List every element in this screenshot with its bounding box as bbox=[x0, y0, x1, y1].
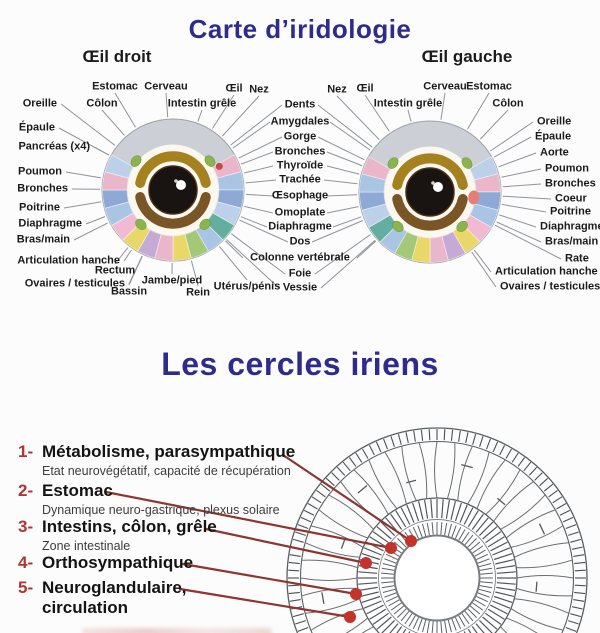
label-diaphragme: Diaphragme bbox=[268, 220, 332, 233]
label-bras-main: Bras/main bbox=[545, 235, 599, 248]
label-intestin-grele: Intestin grêle bbox=[167, 97, 237, 110]
label-oreille: Oreille bbox=[22, 97, 57, 110]
label-bronches: Bronches bbox=[545, 177, 596, 190]
label-pancreas-x4: Pancréas (x4) bbox=[18, 140, 90, 153]
legend-subtitle: Zone intestinale bbox=[42, 539, 131, 553]
ring-marker-dot bbox=[385, 542, 397, 554]
label-thyroide: Thyroïde bbox=[276, 159, 324, 172]
label-epaule: Épaule bbox=[535, 130, 572, 143]
label-estomac: Estomac bbox=[92, 80, 138, 93]
label-rein: Rein bbox=[186, 286, 210, 299]
cropped-content-smudge bbox=[82, 628, 272, 633]
label-jambe-pied: Jambe/pied bbox=[141, 274, 203, 287]
label-dents: Dents bbox=[284, 98, 316, 111]
label-coeur: Coeur bbox=[555, 192, 587, 205]
label-ovaires-testicules: Ovaires / testicules bbox=[24, 277, 125, 290]
label-articulation-hanche: Articulation hanche bbox=[495, 265, 598, 278]
label-rate: Rate bbox=[565, 252, 589, 265]
label-poumon: Poumon bbox=[545, 162, 589, 175]
legend-subtitle: Etat neurovégétatif, capacité de récupér… bbox=[42, 464, 291, 478]
legend-item-neuroglandulaire: 5- Neuroglandulaire,circulation bbox=[18, 578, 187, 618]
heading-oeil-gauche: Œil gauche bbox=[421, 47, 513, 66]
legend-title: Intestins, côlon, grêle bbox=[42, 517, 217, 536]
legend-title: Métabolisme, parasympathique bbox=[42, 442, 296, 461]
iris-rings-diagram bbox=[286, 427, 588, 633]
label-bronches: Bronches bbox=[274, 145, 326, 158]
eye-diagram-droit bbox=[101, 118, 245, 262]
legend-pointer-lines bbox=[104, 453, 417, 623]
legend-subtitle: Dynamique neuro-gastrique, plexus solair… bbox=[42, 503, 280, 517]
legend-number: 2- bbox=[18, 481, 34, 500]
section-title: Les cercles iriens bbox=[161, 346, 439, 382]
label-intestin-grele: Intestin grêle bbox=[373, 97, 443, 110]
label-nez: Nez bbox=[249, 83, 269, 96]
legend-title: Neuroglandulaire, bbox=[42, 578, 187, 597]
label-oreille: Oreille bbox=[537, 115, 572, 128]
ring-marker-dot bbox=[344, 611, 356, 623]
label-colonne-vertebrale: Colonne vertébrale bbox=[250, 251, 350, 264]
label-rectum: Rectum bbox=[94, 264, 136, 277]
label-sophage: Œsophage bbox=[271, 189, 329, 202]
label-colon: Côlon bbox=[492, 97, 524, 110]
label-gorge: Gorge bbox=[283, 130, 317, 143]
ring-marker-dot bbox=[405, 535, 417, 547]
label-colon: Côlon bbox=[86, 97, 118, 110]
legend-title: Estomac bbox=[42, 481, 113, 500]
label-cerveau: Cerveau bbox=[423, 80, 467, 93]
label-bronches: Bronches bbox=[17, 182, 68, 195]
label-poitrine: Poitrine bbox=[550, 205, 591, 218]
heading-oeil-droit: Œil droit bbox=[82, 47, 152, 66]
label-estomac: Estomac bbox=[466, 80, 512, 93]
label-ovaires-testicules: Ovaires / testicules bbox=[500, 280, 600, 293]
label-amygdales: Amygdales bbox=[270, 115, 330, 128]
legend-number: 5- bbox=[18, 578, 34, 597]
legend-number: 4- bbox=[18, 553, 34, 572]
label-uterus-penis: Utérus/pénis bbox=[213, 280, 281, 293]
label-epaule: Épaule bbox=[18, 121, 55, 134]
legend-number: 3- bbox=[18, 517, 34, 536]
page-title: Carte d’iridologie bbox=[188, 14, 412, 44]
label-cerveau: Cerveau bbox=[144, 80, 188, 93]
label-trachee: Trachée bbox=[279, 173, 321, 186]
label-poumon: Poumon bbox=[18, 165, 62, 178]
label-il: Œil bbox=[225, 82, 243, 95]
label-articulation-hanche: Articulation hanche bbox=[17, 254, 120, 267]
legend-title: Orthosympathique bbox=[42, 553, 194, 572]
label-poitrine: Poitrine bbox=[19, 201, 60, 214]
ring-marker-dot bbox=[360, 557, 372, 569]
label-diaphragme: Diaphragme bbox=[540, 220, 600, 233]
label-foie: Foie bbox=[288, 267, 312, 280]
legend-number: 1- bbox=[18, 442, 34, 461]
label-vessie: Vessie bbox=[282, 281, 318, 294]
legend-item-orthosympathique: 4- Orthosympathique bbox=[18, 553, 193, 573]
ring-marker-dot bbox=[350, 588, 362, 600]
label-il: Œil bbox=[356, 82, 374, 95]
eye-diagram-gauche bbox=[358, 120, 502, 264]
label-bassin: Bassin bbox=[110, 285, 148, 298]
legend-title-line2: circulation bbox=[42, 598, 128, 617]
label-aorte: Aorte bbox=[540, 146, 569, 159]
label-dos: Dos bbox=[289, 235, 311, 248]
label-bras-main: Bras/main bbox=[16, 233, 70, 246]
label-diaphragme: Diaphragme bbox=[18, 217, 82, 230]
label-omoplate: Omoplate bbox=[274, 206, 326, 219]
label-nez: Nez bbox=[327, 83, 347, 96]
